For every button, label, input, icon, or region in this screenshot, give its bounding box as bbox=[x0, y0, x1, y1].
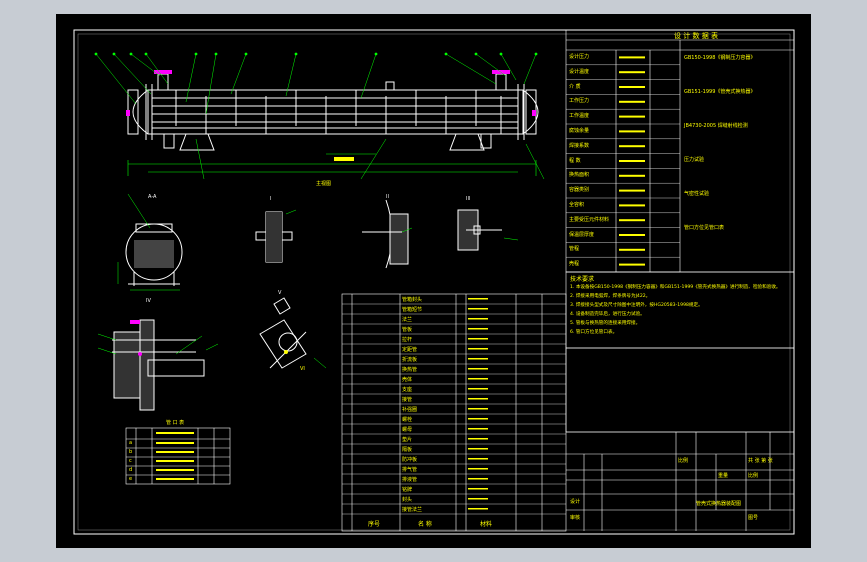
detail-view-2 bbox=[362, 199, 409, 269]
parts-list-table bbox=[341, 293, 567, 532]
main-view-heat-exchanger bbox=[127, 73, 539, 151]
spec-row-value-mark bbox=[619, 263, 645, 266]
parts-row-material-mark bbox=[468, 338, 488, 340]
spec-table-rows bbox=[566, 56, 680, 273]
parts-row-material-mark bbox=[468, 408, 488, 410]
parts-row-material-mark bbox=[468, 438, 488, 440]
spec-row-value-mark bbox=[619, 174, 645, 177]
tech-requirements-box bbox=[565, 271, 795, 349]
nozzle-table bbox=[125, 427, 231, 485]
spec-row-value-mark bbox=[619, 248, 645, 251]
parts-row-material-mark bbox=[468, 298, 488, 300]
title-block bbox=[565, 347, 795, 531]
spec-row-value-mark bbox=[619, 234, 645, 236]
tube-layout bbox=[134, 240, 174, 268]
spec-row-value-mark bbox=[619, 160, 645, 162]
detail-view-3 bbox=[457, 209, 502, 251]
parts-row-material-mark bbox=[468, 368, 488, 370]
detail-view-4 bbox=[112, 319, 205, 411]
spec-row-value-mark bbox=[619, 204, 645, 207]
spec-row-value-mark bbox=[619, 115, 645, 118]
section-a-a-view bbox=[125, 223, 183, 286]
spec-row-value-mark bbox=[619, 56, 645, 59]
parts-list-rows bbox=[342, 298, 566, 515]
parts-row-material-mark bbox=[468, 348, 488, 350]
parts-row-material-mark bbox=[468, 428, 488, 430]
cad-drawing-canvas[interactable]: 设 计 数 据 表 技术要求 序号 名 称 材料 管 口 表 管壳式换热器装配图… bbox=[56, 14, 811, 548]
parts-row-material-mark bbox=[468, 328, 488, 330]
spec-row-value-mark bbox=[619, 130, 645, 133]
parts-row-material-mark bbox=[468, 388, 488, 390]
parts-row-material-mark bbox=[468, 358, 488, 360]
parts-row-material-mark bbox=[468, 448, 488, 450]
spec-row-value-mark bbox=[619, 145, 645, 148]
parts-row-material-mark bbox=[468, 498, 488, 500]
parts-row-material-mark bbox=[468, 318, 488, 320]
cad-drawing bbox=[73, 29, 795, 535]
parts-row-material-mark bbox=[468, 478, 488, 480]
parts-row-material-mark bbox=[468, 378, 488, 380]
parts-row-material-mark bbox=[468, 308, 488, 310]
spec-row-value-mark bbox=[619, 219, 645, 222]
spec-row-value-mark bbox=[619, 86, 645, 88]
spec-row-value-mark bbox=[619, 71, 645, 74]
parts-row-material-mark bbox=[468, 508, 488, 510]
spec-table bbox=[565, 29, 795, 273]
parts-row-material-mark bbox=[468, 398, 488, 400]
parts-row-material-mark bbox=[468, 418, 488, 420]
parts-row-material-mark bbox=[468, 468, 488, 470]
parts-row-material-mark bbox=[468, 458, 488, 460]
detail-view-5 bbox=[259, 297, 307, 369]
parts-row-material-mark bbox=[468, 488, 488, 490]
main-view-dimensions bbox=[127, 153, 537, 176]
spec-row-value-mark bbox=[619, 100, 645, 103]
spec-row-value-mark bbox=[619, 189, 645, 192]
